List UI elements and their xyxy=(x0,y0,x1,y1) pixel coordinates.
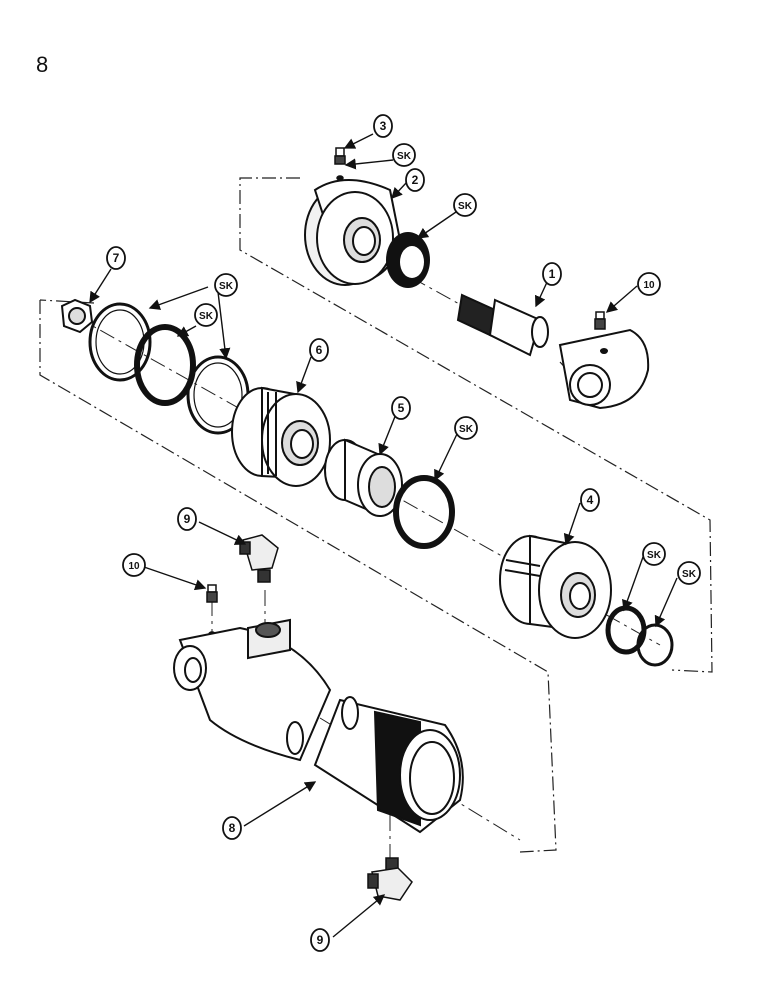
callout-c3: 3 xyxy=(373,114,393,138)
callout-c4: 4 xyxy=(580,488,600,512)
callout-bubble xyxy=(405,168,425,192)
callout-c-sk-oring: SK xyxy=(194,303,218,327)
rod-part-1 xyxy=(456,293,549,357)
callout-c7: 7 xyxy=(106,246,126,270)
callout-label: SK xyxy=(682,569,697,580)
callout-bubble xyxy=(642,542,666,566)
callout-bubble xyxy=(392,143,416,167)
callout-c5: 5 xyxy=(391,396,411,420)
callout-bubble xyxy=(454,416,478,440)
callout-label: 1 xyxy=(549,267,556,281)
callout-c6: 6 xyxy=(309,338,329,362)
backup-rings xyxy=(88,302,250,435)
callout-label: SK xyxy=(458,201,473,212)
callout-bubble xyxy=(580,488,600,512)
barrel-part-8 xyxy=(173,618,464,834)
elbow-fitting-9-bottom xyxy=(367,857,413,901)
callout-label: SK xyxy=(219,281,234,292)
callout-bubble xyxy=(106,246,126,270)
callout-label: SK xyxy=(397,151,412,162)
callout-c-sk-r1: SK xyxy=(642,542,666,566)
piston-part-6 xyxy=(231,386,331,487)
callout-label: SK xyxy=(647,550,662,561)
callout-bubble xyxy=(677,561,701,585)
nut-part-7 xyxy=(60,298,94,334)
callout-label: 6 xyxy=(316,343,323,357)
callout-bubble xyxy=(309,338,329,362)
callout-label: 2 xyxy=(412,173,419,187)
callout-label: 7 xyxy=(113,251,120,265)
gland-part-2 xyxy=(304,179,402,286)
callout-bubble xyxy=(122,553,146,577)
callout-c9-top: 9 xyxy=(177,507,197,531)
callout-c-sk-rings: SK xyxy=(214,273,238,297)
rod-clevis xyxy=(558,328,650,410)
callout-c1: 1 xyxy=(542,262,562,286)
callout-c-sk-mid: SK xyxy=(454,416,478,440)
callout-c-sk-top: SK xyxy=(392,143,416,167)
callout-c9-bot: 9 xyxy=(310,928,330,952)
spacer-part-5 xyxy=(324,438,403,517)
seal-ring xyxy=(386,232,430,288)
callout-bubble xyxy=(542,262,562,286)
grease-fitting-10-top xyxy=(594,311,606,330)
callout-c-sk-r2: SK xyxy=(677,561,701,585)
callout-bubble xyxy=(194,303,218,327)
callout-c-sk-seal: SK xyxy=(453,193,477,217)
callout-label: SK xyxy=(199,311,214,322)
callout-bubble xyxy=(222,816,242,840)
callout-bubble xyxy=(214,273,238,297)
callout-bubble xyxy=(453,193,477,217)
leader-lines xyxy=(89,133,678,938)
callout-c2: 2 xyxy=(405,168,425,192)
callout-label: 8 xyxy=(229,821,236,835)
callout-label: 10 xyxy=(128,561,140,572)
oring-mid xyxy=(393,475,455,549)
callout-label: 4 xyxy=(587,493,594,507)
callout-bubble xyxy=(177,507,197,531)
grease-fitting-3 xyxy=(334,147,346,181)
callout-label: 5 xyxy=(398,401,405,415)
callout-bubble xyxy=(310,928,330,952)
callout-label: 9 xyxy=(184,512,191,526)
page-number: 8 xyxy=(36,52,49,77)
callout-c8: 8 xyxy=(222,816,242,840)
ring-right-2 xyxy=(636,623,674,667)
head-part-4 xyxy=(499,534,612,639)
elbow-fitting-9-top xyxy=(239,534,279,583)
callout-bubble xyxy=(373,114,393,138)
callout-bubble xyxy=(391,396,411,420)
callout-label: 9 xyxy=(317,933,324,947)
callout-c10-top: 10 xyxy=(637,272,661,296)
callout-c10-bot: 10 xyxy=(122,553,146,577)
callout-label: 10 xyxy=(643,280,655,291)
callout-bubble xyxy=(637,272,661,296)
callout-label: 3 xyxy=(380,119,387,133)
callout-label: SK xyxy=(459,424,474,435)
